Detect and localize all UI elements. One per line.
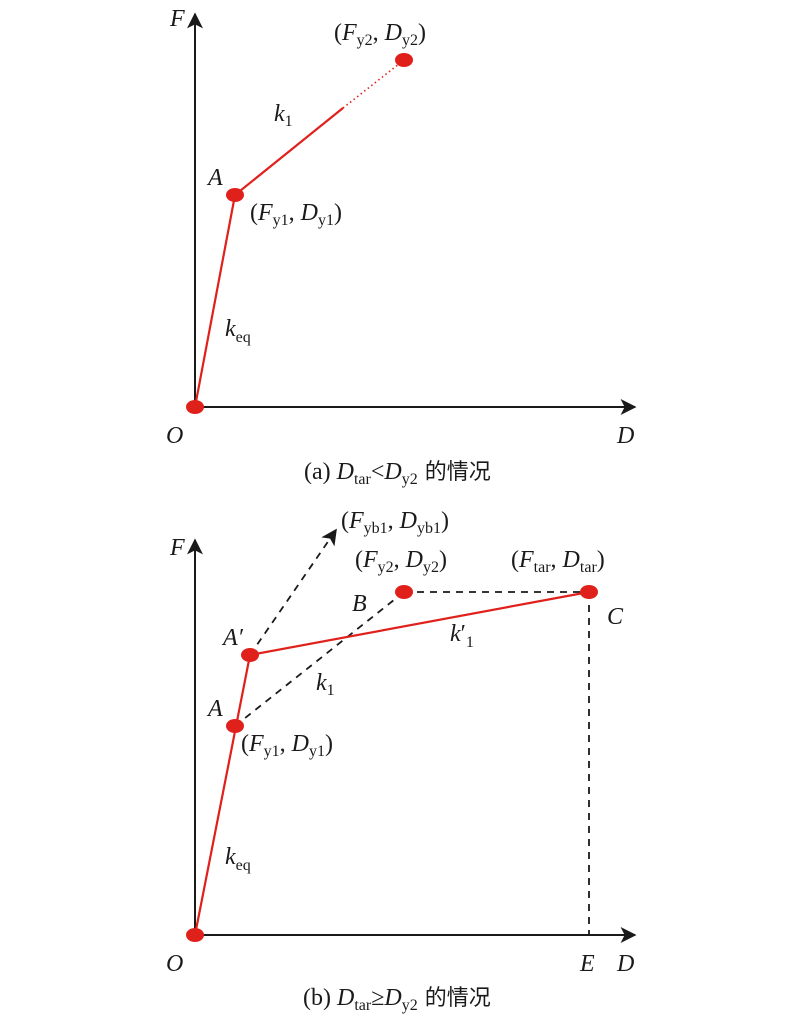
panel-b-point-e-label: E — [579, 951, 595, 977]
panel-b-f-axis-label: F — [169, 535, 185, 561]
panel-a-origin-label: O — [166, 423, 183, 449]
panel-b-k1-dashed-line — [234, 591, 405, 727]
panel-b-point-c-marker — [580, 585, 598, 599]
panel-b-k1-prime-label: k′1 — [450, 621, 474, 651]
panel-b: F D O E A A′ B C (Fy1, Dy1) (Fy2, Dy2) (… — [166, 508, 637, 1014]
panel-a-keq-segment — [193, 194, 237, 408]
panel-a-caption: (a) Dtar<Dy2 的情况 — [304, 459, 491, 488]
panel-b-point-a-marker — [226, 719, 244, 733]
panel-a-point-y2-marker — [395, 53, 413, 67]
panel-b-keq-label: keq — [225, 844, 251, 874]
panel-b-point-a-coord: (Fy1, Dy1) — [241, 731, 333, 760]
panel-b-yb1-arrow — [249, 528, 337, 656]
panel-b-d-axis-label: D — [616, 951, 634, 977]
panel-b-point-tar-coord: (Ftar, Dtar) — [511, 547, 605, 576]
panel-b-keq-segment — [193, 654, 252, 936]
panel-b-point-y2-coord: (Fy2, Dy2) — [355, 547, 447, 576]
panel-b-point-b-marker — [395, 585, 413, 599]
panel-b-point-a-prime-marker — [241, 648, 259, 662]
panel-a-f-axis-label: F — [169, 6, 185, 32]
panel-a-k1-label: k1 — [274, 101, 293, 130]
panel-a-point-a-label: A — [206, 165, 223, 191]
panel-b-point-b-label: B — [352, 591, 367, 617]
panel-b-point-a-label: A — [206, 696, 223, 722]
panel-b-point-yb1-coord: (Fyb1, Dyb1) — [341, 508, 449, 537]
panel-a-point-a-coord: (Fy1, Dy1) — [250, 200, 342, 229]
panel-a: F D O A (Fy1, Dy1) (Fy2, Dy2) k1 keq (a)… — [166, 6, 637, 488]
panel-a-k1-segment — [234, 107, 344, 196]
panel-a-point-y2-coord: (Fy2, Dy2) — [334, 20, 426, 49]
panel-b-origin-point — [186, 928, 204, 942]
panel-b-point-c-label: C — [607, 604, 624, 630]
panel-a-d-axis-label: D — [616, 423, 634, 449]
panel-b-point-a-prime-label: A′ — [221, 625, 244, 651]
panel-b-k1-label: k1 — [316, 670, 335, 699]
panel-b-k1-prime-segment — [249, 590, 590, 657]
panel-a-origin-point — [186, 400, 204, 414]
panel-b-origin-label: O — [166, 951, 183, 977]
panel-a-k1-extension — [342, 59, 405, 109]
panel-a-keq-label: keq — [225, 316, 251, 346]
panel-a-point-a-marker — [226, 188, 244, 202]
panel-b-caption: (b) Dtar≥Dy2 的情况 — [303, 985, 491, 1014]
